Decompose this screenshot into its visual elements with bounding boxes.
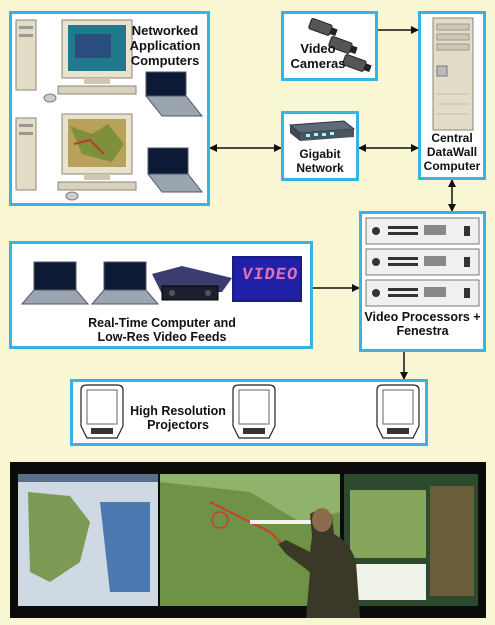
- networked-computers-label: Networked Application Computers: [129, 23, 201, 68]
- server-tower-illustration: [432, 17, 474, 131]
- projectors-box: High Resolution Projectors: [70, 379, 428, 446]
- video-cameras-illustration: [308, 18, 372, 73]
- gigabit-network-label: Gigabit Network: [296, 147, 344, 175]
- video-cameras-label: Video Cameras: [290, 41, 346, 71]
- gigabit-network-box: Gigabit Network: [281, 111, 359, 181]
- projector-icon: [232, 384, 276, 439]
- network-switch-illustration: [288, 120, 356, 141]
- networked-computers-box: Networked Application Computers: [9, 11, 210, 206]
- video-processor-units-illustration: [365, 217, 480, 307]
- projectors-label: High Resolution Projectors: [130, 404, 226, 433]
- datawall-scene: [10, 462, 486, 618]
- projector-icon: [376, 384, 420, 439]
- projectors-illustration: [80, 384, 420, 439]
- workstations-illustration: [15, 19, 204, 201]
- realtime-feeds-label: Real-Time Computer and Low-Res Video Fee…: [88, 316, 236, 345]
- central-computer-label: Central DataWall Computer: [423, 131, 481, 173]
- feeds-illustration: [20, 256, 302, 305]
- video-processors-box: Video Processors + Fenestra: [359, 211, 486, 352]
- video-screen-text: VIDEO: [240, 266, 300, 285]
- projector-icon: [80, 384, 124, 439]
- central-computer-box: Central DataWall Computer: [418, 11, 486, 180]
- datawall-photo: [10, 462, 486, 618]
- video-processors-label: Video Processors + Fenestra: [364, 310, 481, 339]
- video-cameras-box: Video Cameras: [281, 11, 378, 81]
- realtime-feeds-box: VIDEO Real-Time Computer and Low-Res Vid…: [9, 241, 313, 349]
